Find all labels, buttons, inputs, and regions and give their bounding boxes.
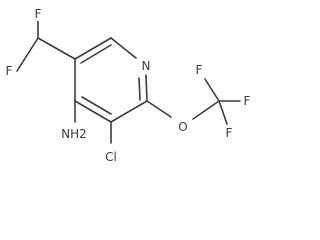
atom-f-cf3-bottom: F	[226, 126, 233, 140]
atom-o-ether: O	[178, 120, 187, 134]
chemical-structure: F F N NH2 Cl O F F F	[3, 7, 253, 164]
bond-c-o	[146, 100, 172, 118]
atom-n-ring: N	[142, 59, 151, 73]
bond-c-f-left	[16, 37, 39, 72]
bond-cf3-f-bottom	[218, 100, 228, 125]
bond-o-cf3	[192, 100, 220, 120]
atom-f-cf3-top: F	[196, 63, 203, 77]
ring-bond-5-double	[81, 96, 112, 115]
ring-bond-1-double	[80, 44, 112, 64]
bond-c-ring	[37, 37, 76, 60]
ring-bond-3	[145, 74, 148, 102]
atom-f-left: F	[6, 64, 13, 78]
atom-label-layer: F F N NH2 Cl O F F F	[3, 7, 253, 164]
ring-bond-2	[110, 37, 137, 59]
atom-f-cf3-right: F	[244, 94, 251, 108]
ring-bond-4	[110, 100, 148, 123]
atom-cl: Cl	[105, 150, 117, 164]
ring-bond-5	[74, 100, 112, 123]
ring-bond-3-double	[138, 77, 141, 101]
bond-layer	[16, 15, 241, 144]
atom-f-top: F	[35, 7, 42, 21]
ring-bond-1	[74, 37, 112, 60]
bond-cf3-f-top	[204, 78, 220, 102]
atom-nh2: NH2	[61, 127, 87, 141]
